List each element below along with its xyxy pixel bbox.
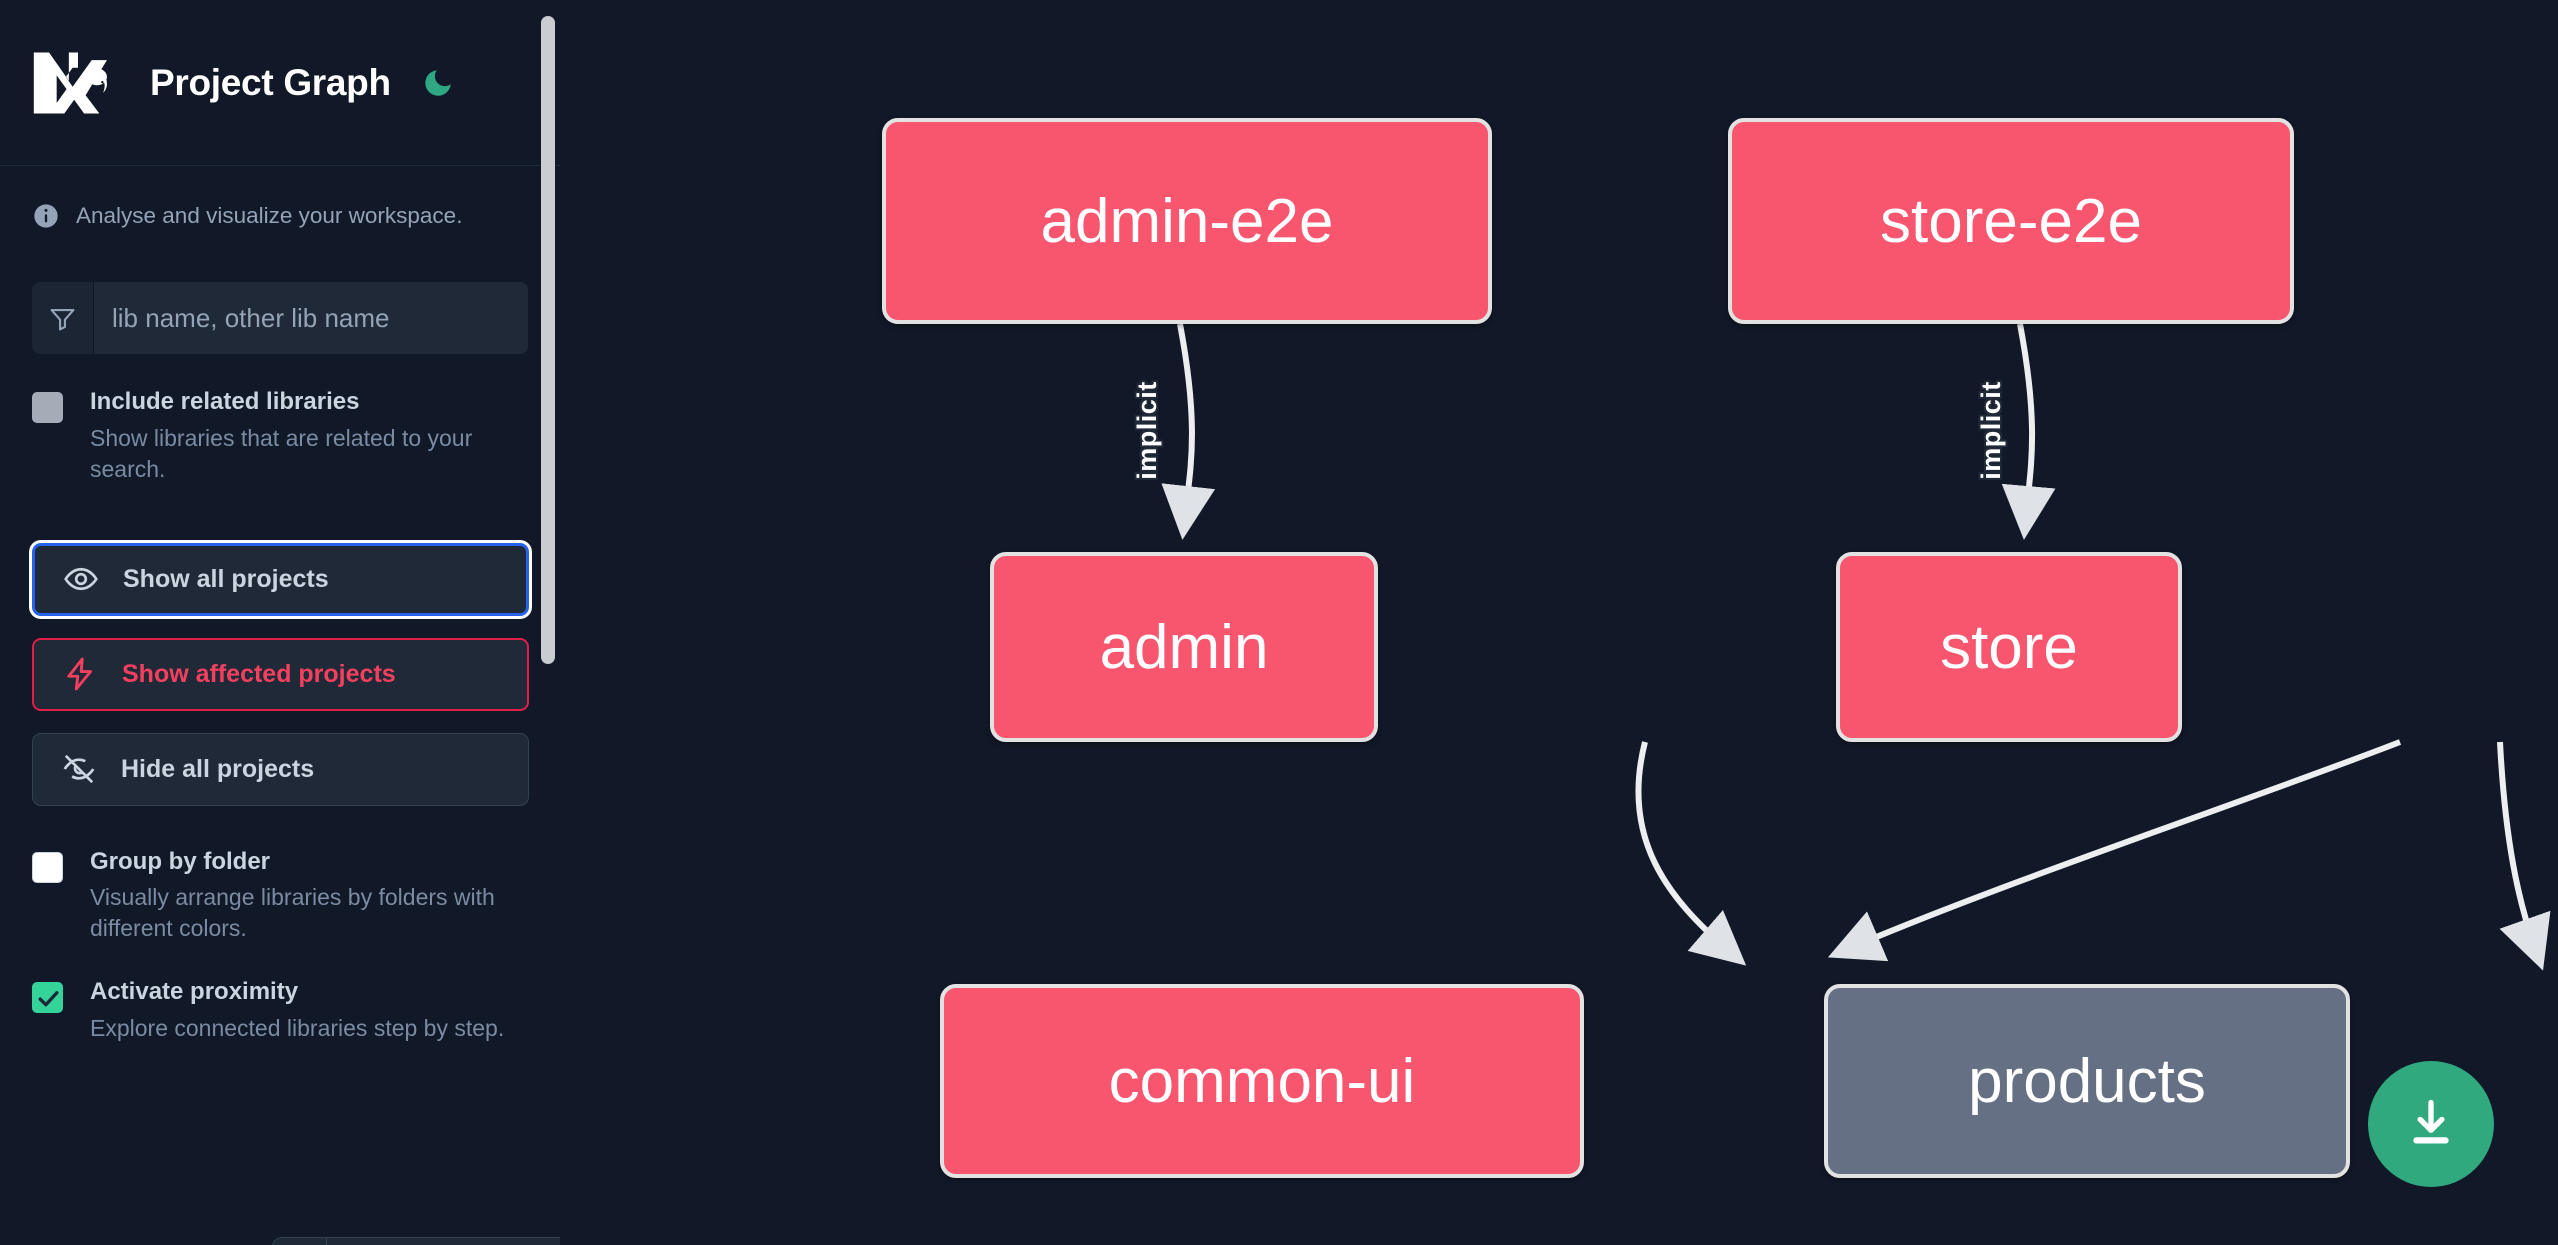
search-input[interactable] — [94, 282, 528, 354]
sidebar-scrollbar[interactable] — [541, 16, 555, 664]
hide-all-projects-button[interactable]: Hide all projects — [32, 732, 529, 806]
graph-canvas[interactable]: admin-e2e store-e2e admin store common-u… — [560, 0, 2558, 1245]
sidebar: Project Graph Analyse and visualize yo — [0, 0, 560, 1245]
show-all-projects-button[interactable]: Show all projects — [32, 542, 529, 616]
option-label: Include related libraries — [90, 388, 360, 415]
workspace-info: Analyse and visualize your workspace. — [0, 166, 560, 230]
graph-node-admin-e2e[interactable]: admin-e2e — [882, 118, 1492, 324]
option-label: Group by folder — [90, 847, 270, 875]
activate-proximity-checkbox[interactable] — [32, 982, 63, 1014]
edge-store-products — [2497, 741, 2551, 971]
node-label: store — [1940, 612, 2078, 682]
option-include-related-libraries[interactable]: Include related libraries Show libraries… — [0, 388, 560, 485]
edge-store-common-ui — [1827, 739, 2402, 962]
node-label: store-e2e — [1880, 186, 2142, 256]
edge-admin-common-ui — [1635, 741, 1747, 966]
graph-node-common-ui[interactable]: common-ui — [940, 984, 1584, 1178]
option-description: Show libraries that are related to your … — [90, 424, 473, 482]
node-label: products — [1968, 1046, 2206, 1116]
workspace-info-text: Analyse and visualize your workspace. — [76, 203, 463, 228]
option-activate-proximity[interactable]: Activate proximity Explore connected lib… — [0, 978, 560, 1044]
app-title: Project Graph — [150, 61, 391, 103]
hide-all-projects-label: Hide all projects — [121, 754, 315, 783]
moon-icon[interactable] — [421, 66, 455, 100]
show-affected-projects-label: Show affected projects — [122, 659, 396, 688]
eye-off-icon — [61, 751, 97, 787]
nx-logo-icon — [32, 51, 124, 115]
option-description: Explore connected libraries step by step… — [90, 1014, 505, 1041]
info-icon — [32, 202, 60, 230]
node-label: common-ui — [1108, 1046, 1416, 1116]
project-visibility-buttons: Show all projects Show affected projects — [32, 542, 529, 806]
graph-node-store-e2e[interactable]: store-e2e — [1728, 118, 2294, 324]
edge-admin-e2e-admin — [1161, 323, 1216, 540]
node-label: admin — [1099, 612, 1269, 682]
graph-node-store[interactable]: store — [1836, 552, 2182, 742]
option-label: Activate proximity — [90, 978, 299, 1006]
include-related-libraries-checkbox[interactable] — [32, 392, 63, 423]
sidebar-bottom-control[interactable] — [272, 1237, 560, 1245]
edge-store-e2e-store — [2001, 323, 2056, 540]
filter-bar[interactable] — [32, 282, 528, 354]
graph-node-products[interactable]: products — [1824, 984, 2350, 1178]
sidebar-header: Project Graph — [0, 0, 560, 166]
option-group-by-folder[interactable]: Group by folder Visually arrange librari… — [0, 848, 560, 945]
option-description: Visually arrange libraries by folders wi… — [90, 884, 495, 942]
show-affected-projects-button[interactable]: Show affected projects — [32, 637, 529, 711]
filter-funnel-icon — [32, 282, 94, 354]
node-label: admin-e2e — [1040, 186, 1334, 256]
eye-icon — [63, 561, 99, 597]
edge-label-implicit-store: implicit — [1975, 381, 2006, 480]
group-by-folder-checkbox[interactable] — [32, 851, 63, 883]
download-button[interactable] — [2368, 1061, 2494, 1187]
download-icon — [2402, 1094, 2460, 1155]
graph-node-admin[interactable]: admin — [990, 552, 1378, 742]
show-all-projects-label: Show all projects — [123, 564, 329, 593]
edge-label-implicit-admin: implicit — [1131, 381, 1162, 480]
lightning-bolt-icon — [62, 656, 98, 692]
